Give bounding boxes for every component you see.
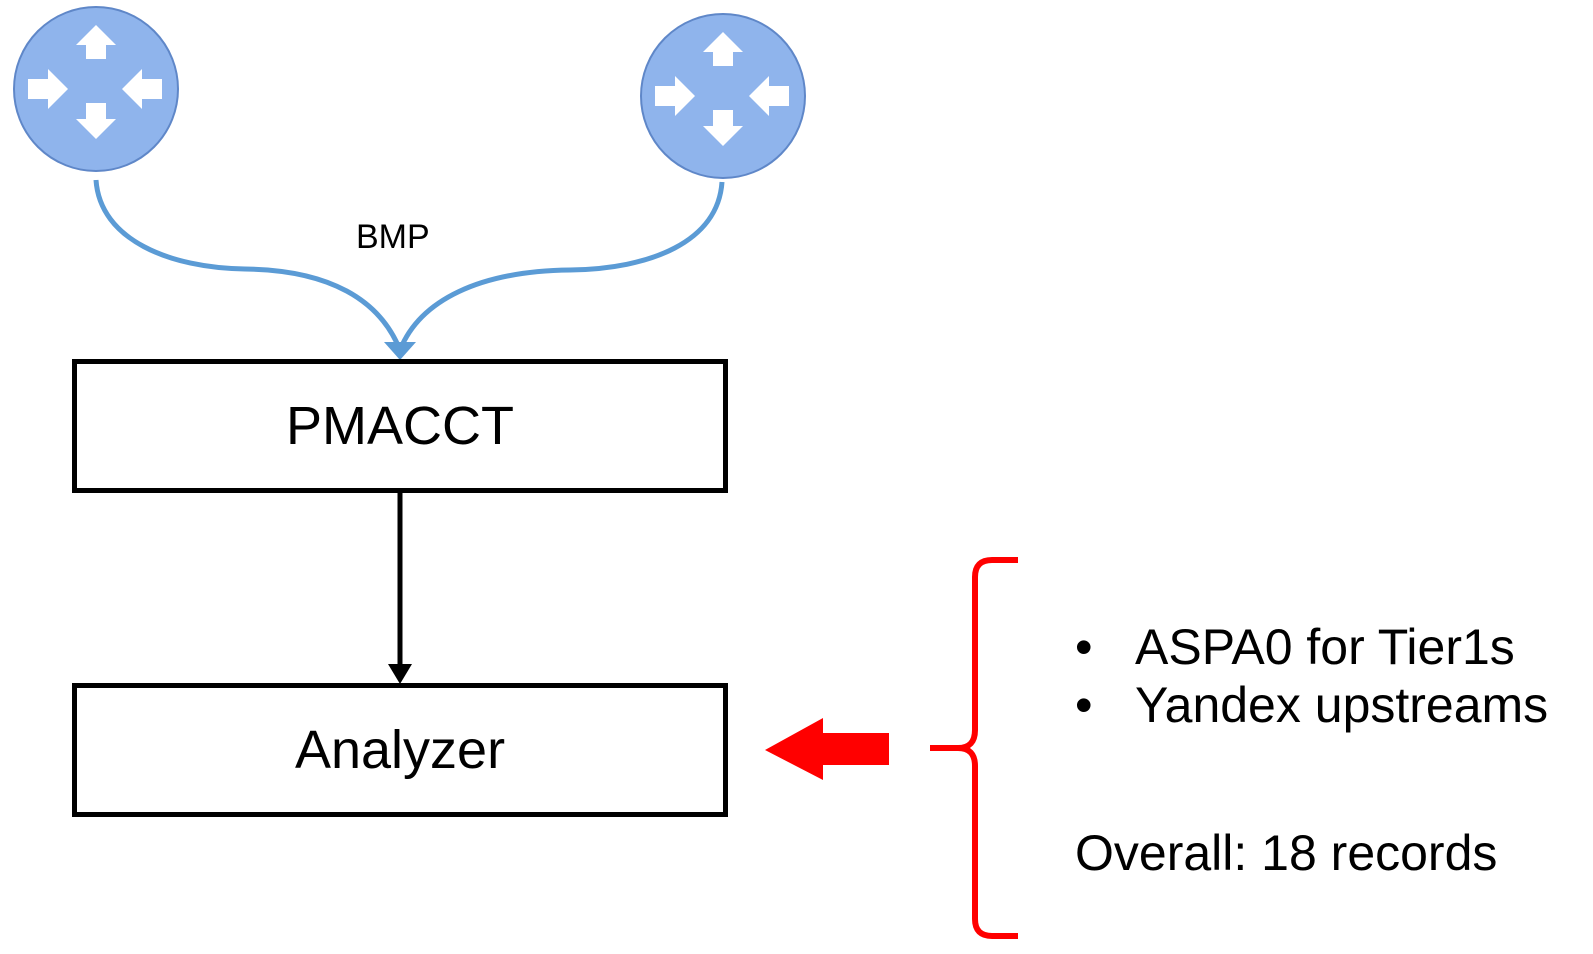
bmp-arrowhead: [384, 342, 416, 360]
list-item-text: ASPA0 for Tier1s: [1135, 619, 1515, 675]
summary-text: Overall: 18 records: [1075, 825, 1498, 881]
findings-list: • ASPA0 for Tier1s • Yandex upstreams: [1075, 618, 1548, 734]
pmacct-label: PMACCT: [286, 396, 514, 456]
bmp-label: BMP: [356, 218, 430, 256]
analyzer-node: Analyzer: [72, 683, 728, 817]
bullet-marker: •: [1075, 619, 1093, 675]
bullet-marker: •: [1075, 677, 1093, 733]
list-item: • ASPA0 for Tier1s: [1075, 618, 1548, 676]
analyzer-label: Analyzer: [294, 720, 506, 780]
highlight-arrow: [765, 718, 889, 780]
flow-arrowhead: [388, 664, 412, 684]
router-left-icon: [13, 6, 179, 172]
router-right-icon: [640, 13, 806, 179]
list-item-text: Yandex upstreams: [1135, 677, 1549, 733]
bmp-link-right: [397, 181, 725, 351]
bmp-link-left: [93, 179, 403, 351]
pmacct-node: PMACCT: [72, 359, 728, 493]
list-item: • Yandex upstreams: [1075, 676, 1548, 734]
curly-brace: [930, 557, 1018, 939]
